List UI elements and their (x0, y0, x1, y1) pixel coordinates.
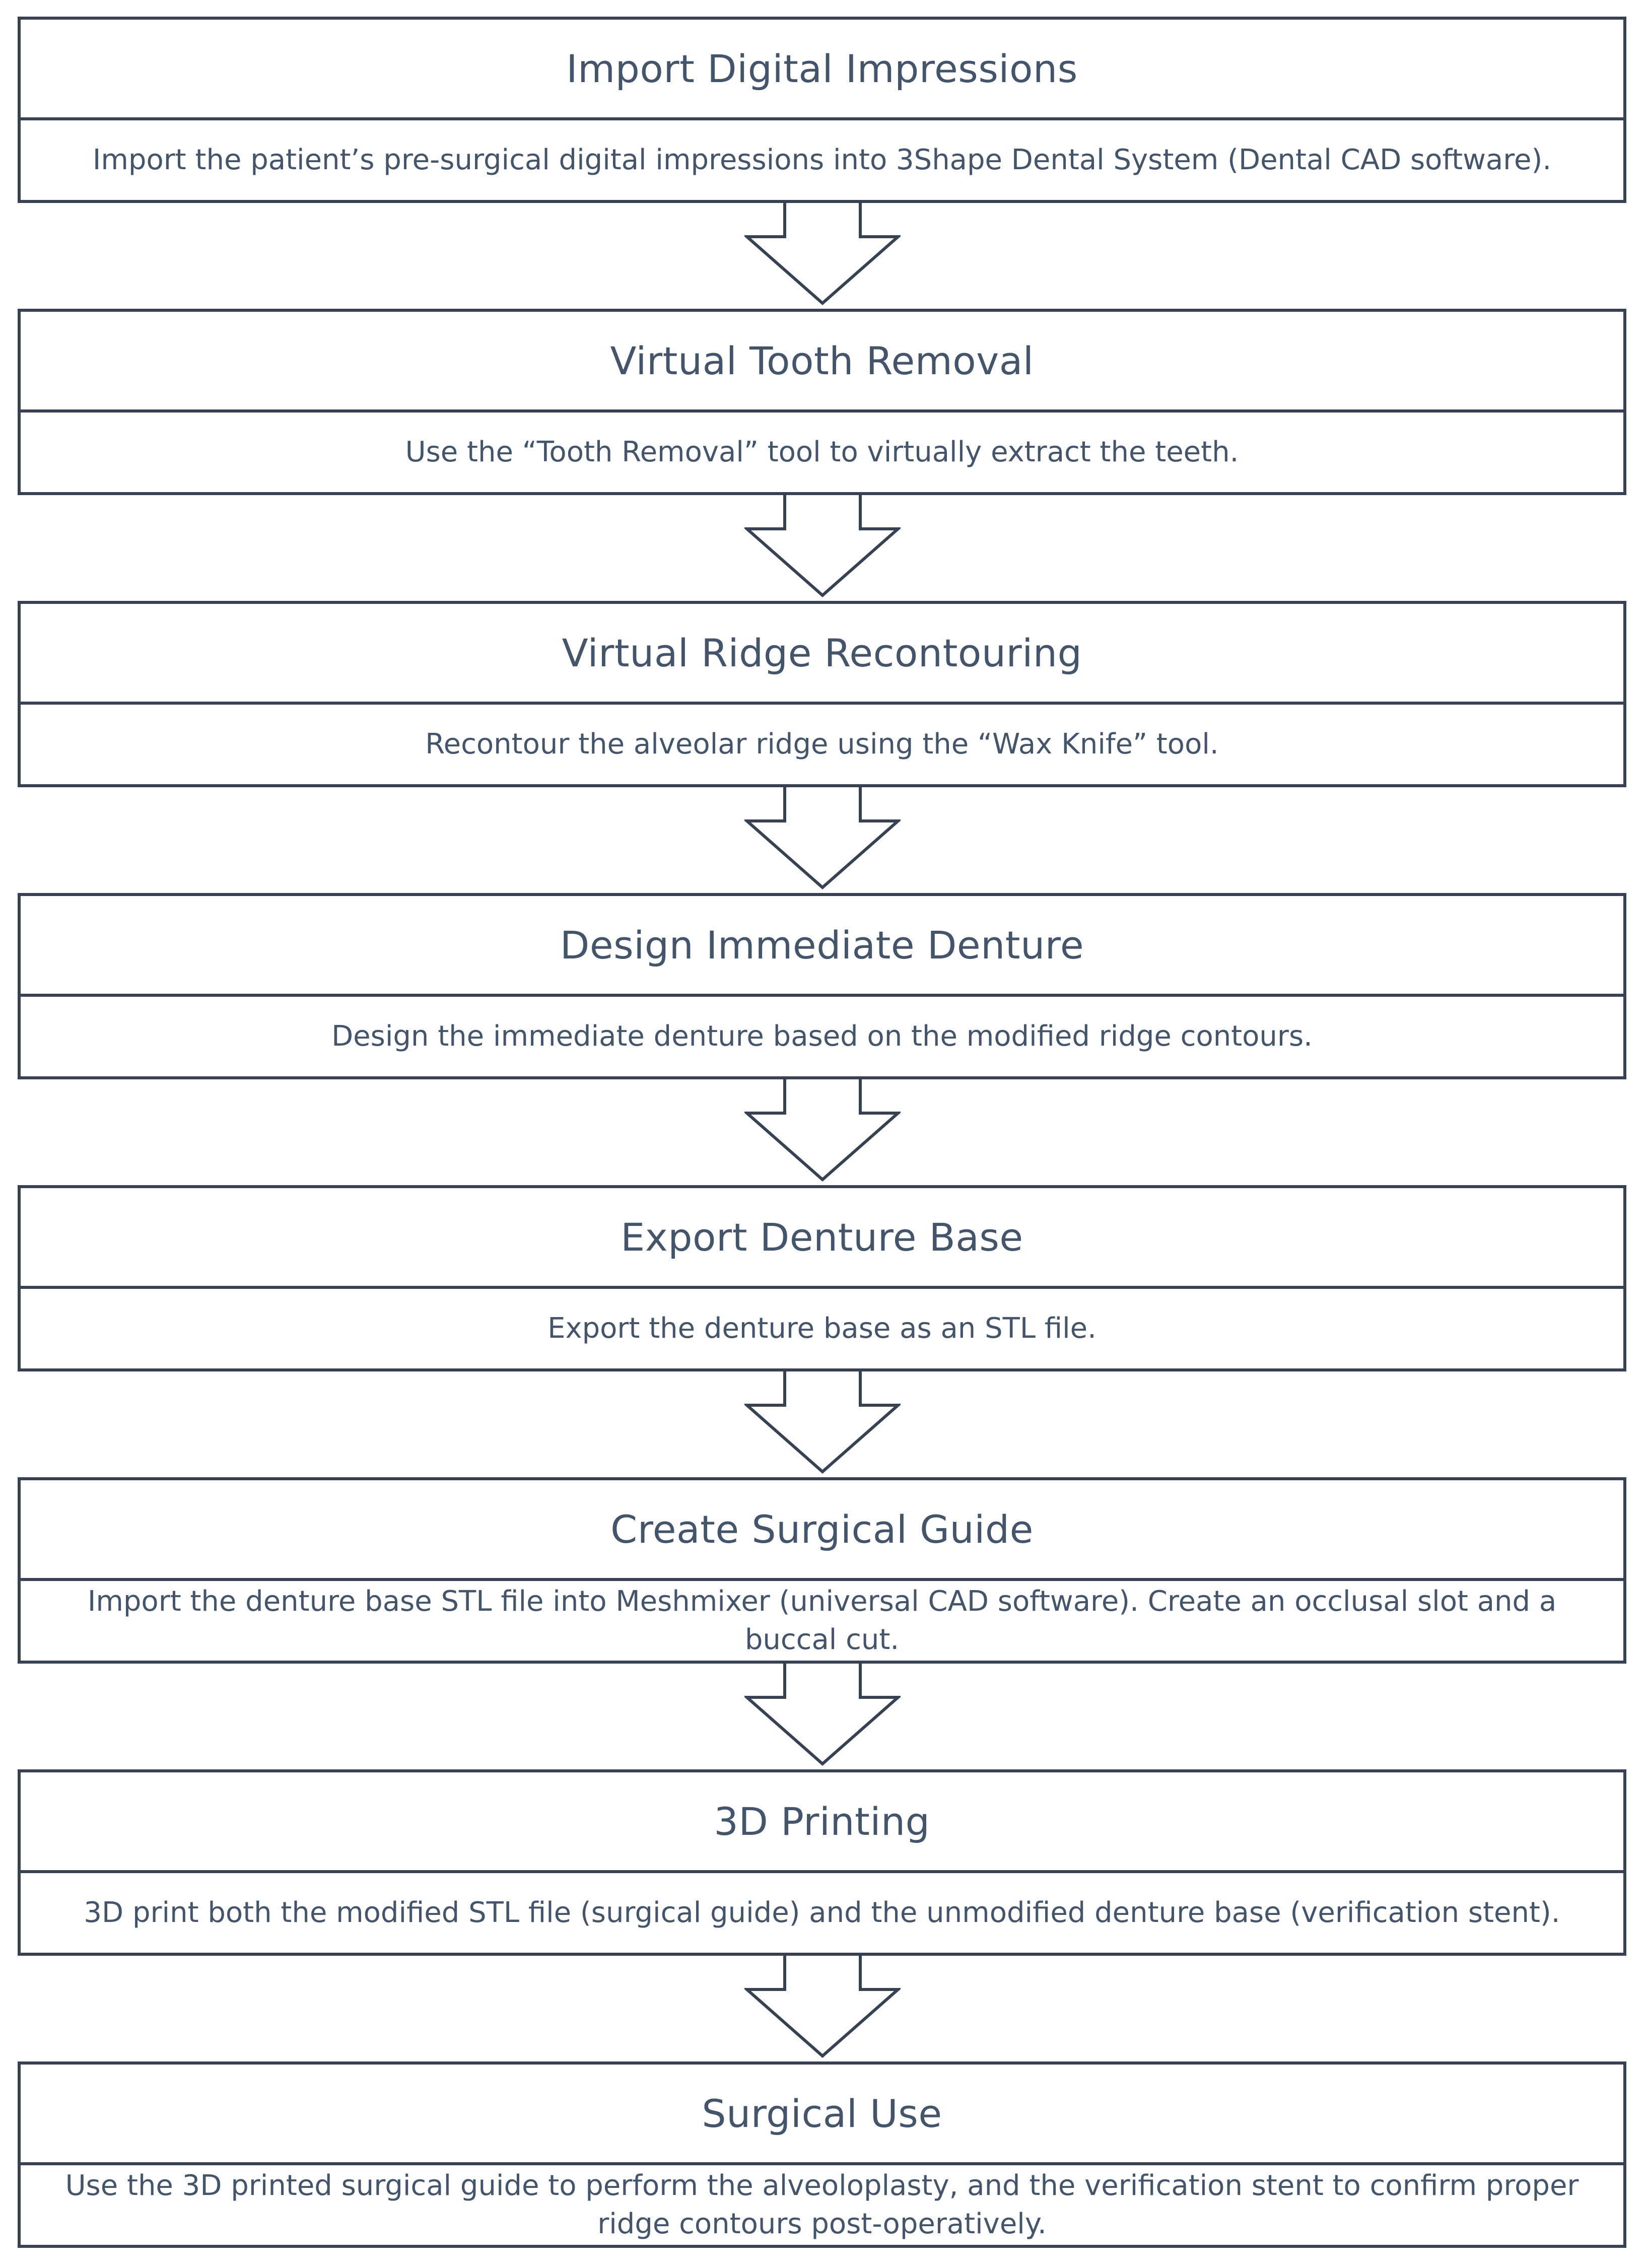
down-arrow-icon (744, 1954, 901, 2058)
down-arrow-icon (744, 786, 901, 889)
step-title: Virtual Tooth Removal (21, 312, 1623, 413)
down-arrow-icon (744, 1078, 901, 1182)
step-title: Virtual Ridge Recontouring (21, 604, 1623, 705)
step-title: Export Denture Base (21, 1188, 1623, 1289)
step-description: 3D print both the modified STL file (sur… (84, 1896, 1560, 1929)
step-description: Design the immediate denture based on th… (331, 1020, 1313, 1053)
step-description: Import the patient’s pre-surgical digita… (92, 144, 1552, 176)
step-description: Import the denture base STL file into Me… (87, 1585, 1557, 1656)
step-title: Design Immediate Denture (21, 896, 1623, 997)
step-title: Surgical Use (21, 2065, 1623, 2165)
down-arrow-icon (744, 494, 901, 597)
step-description: Export the denture base as an STL file. (547, 1312, 1096, 1345)
step-description: Recontour the alveolar ridge using the “… (425, 728, 1219, 761)
step-title: Create Surgical Guide (21, 1480, 1623, 1581)
step-title: Import Digital Impressions (21, 20, 1623, 120)
step-description: Use the 3D printed surgical guide to per… (65, 2169, 1579, 2240)
down-arrow-icon (744, 1370, 901, 1474)
step-title: 3D Printing (21, 1772, 1623, 1873)
down-arrow-icon (744, 1662, 901, 1766)
step-description: Use the “Tooth Removal” tool to virtuall… (405, 436, 1239, 468)
down-arrow-icon (744, 201, 901, 305)
step-box-3d-printing: 3D Printing 3D print both the modified ST… (18, 1769, 1626, 1956)
